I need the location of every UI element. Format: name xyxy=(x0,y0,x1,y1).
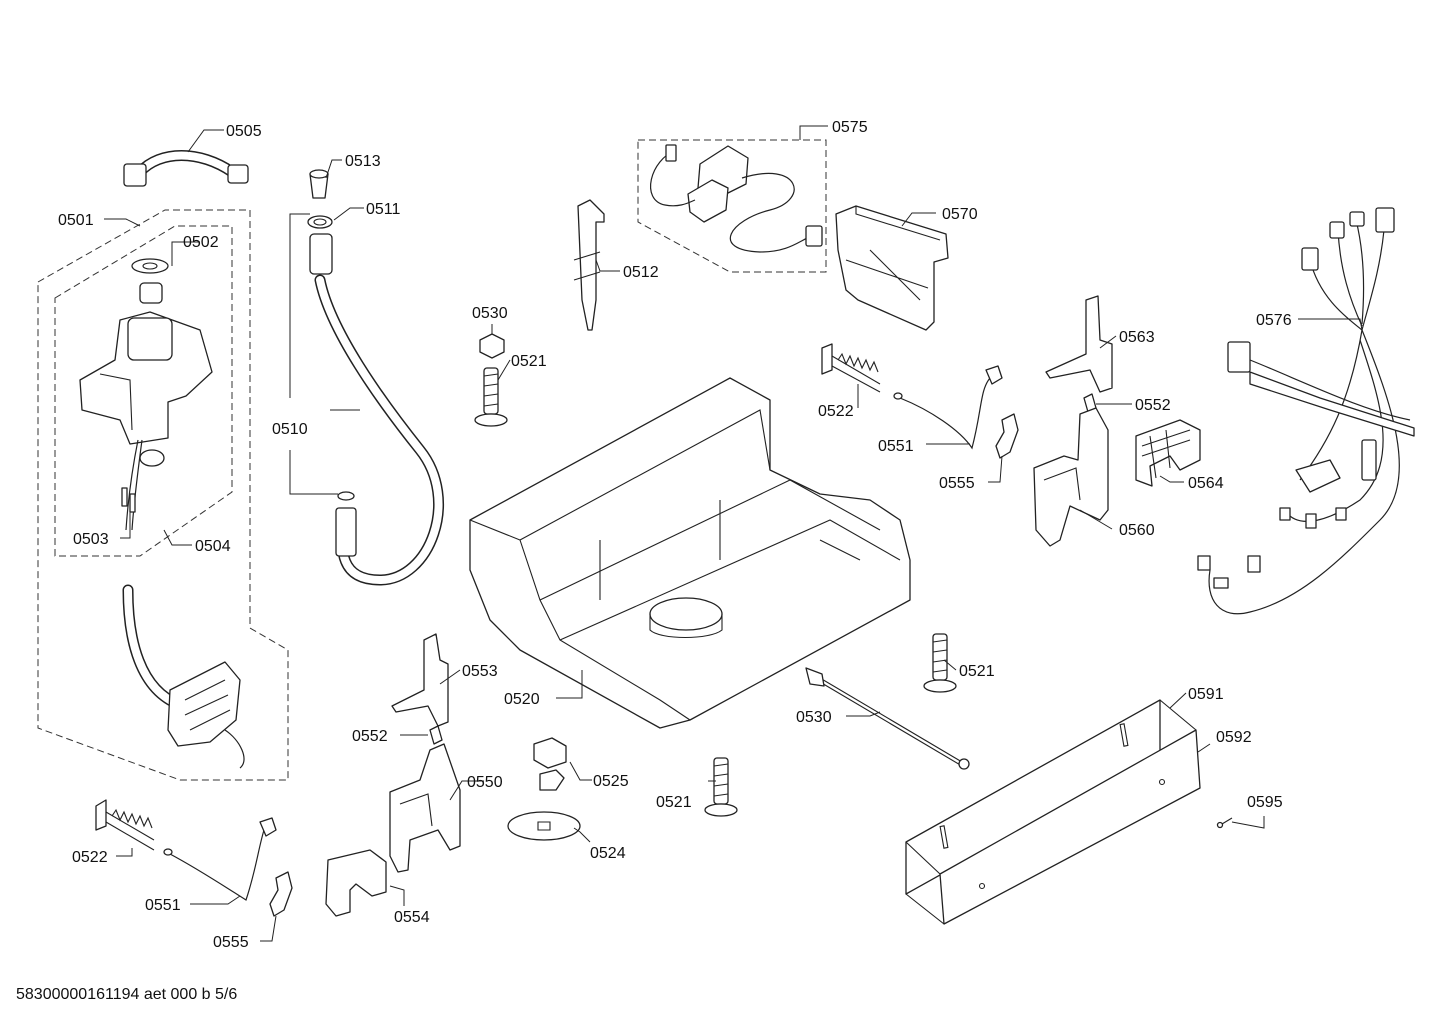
part-0511-clamp xyxy=(307,215,333,229)
part-0592-panel xyxy=(905,699,1201,925)
part-0525-sensor xyxy=(533,737,567,791)
label-0522-right: 0522 xyxy=(818,403,854,420)
part-0570-control-module xyxy=(835,205,949,331)
part-0510-drain-hose xyxy=(309,233,445,586)
label-0502: 0502 xyxy=(183,234,219,251)
part-0521-foot-bottom xyxy=(704,757,738,817)
part-labels: 0505 0513 0511 0575 0570 0501 0502 0512 … xyxy=(58,119,1292,951)
label-0563: 0563 xyxy=(1119,329,1155,346)
label-0555-right: 0555 xyxy=(939,475,975,492)
part-0521-foot-right xyxy=(923,633,957,693)
label-0521-right: 0521 xyxy=(959,663,995,680)
label-0525: 0525 xyxy=(593,773,629,790)
label-0503: 0503 xyxy=(73,531,109,548)
label-0576: 0576 xyxy=(1256,312,1292,329)
leader-lines xyxy=(104,125,1363,942)
label-0505: 0505 xyxy=(226,123,262,140)
part-0530-rod xyxy=(805,667,970,770)
label-0591: 0591 xyxy=(1188,686,1224,703)
part-0553-bracket xyxy=(391,633,449,727)
label-0504: 0504 xyxy=(195,538,231,555)
part-0512-float xyxy=(573,199,605,331)
label-0513: 0513 xyxy=(345,153,381,170)
label-0595: 0595 xyxy=(1247,794,1283,811)
part-0595-screw xyxy=(1216,817,1233,829)
group-outline-0502 xyxy=(54,225,233,557)
part-0576-wire-harness xyxy=(1197,207,1415,615)
part-0560-bracket xyxy=(1033,407,1109,547)
label-0554: 0554 xyxy=(394,909,430,926)
part-0555-clip-left xyxy=(269,871,293,917)
label-0560: 0560 xyxy=(1119,522,1155,539)
label-0530-top: 0530 xyxy=(472,305,508,322)
label-0592: 0592 xyxy=(1216,729,1252,746)
label-0551-right: 0551 xyxy=(878,438,914,455)
part-0551-cable-right xyxy=(893,365,1003,450)
part-0551-cable-left xyxy=(163,817,277,901)
label-0575: 0575 xyxy=(832,119,868,136)
part-0522-spring-left xyxy=(95,799,155,851)
label-0553: 0553 xyxy=(462,663,498,680)
label-0501: 0501 xyxy=(58,212,94,229)
part-0513-plug xyxy=(309,169,329,199)
label-0552-left: 0552 xyxy=(352,728,388,745)
part-0564-bracket xyxy=(1135,419,1201,487)
part-0521-foot-top xyxy=(474,367,508,427)
label-0570: 0570 xyxy=(942,206,978,223)
part-0575-power-cable xyxy=(649,144,823,253)
part-0504-hose-bracket xyxy=(122,584,245,769)
part-0505-inlet-hose xyxy=(123,150,249,187)
label-0551-left: 0551 xyxy=(145,897,181,914)
label-0511: 0511 xyxy=(366,201,401,218)
part-0522-spring-right xyxy=(821,343,881,393)
label-0524: 0524 xyxy=(590,845,626,862)
label-0510: 0510 xyxy=(272,421,308,438)
part-0555-clip-right xyxy=(995,413,1019,459)
part-0552-clip-left xyxy=(429,725,443,745)
label-0512: 0512 xyxy=(623,264,659,281)
group-outline-0575 xyxy=(637,139,827,273)
part-0563-bracket xyxy=(1045,295,1113,393)
label-0530-rod: 0530 xyxy=(796,709,832,726)
label-0520: 0520 xyxy=(504,691,540,708)
part-0554-cover xyxy=(325,849,387,917)
label-0521-top: 0521 xyxy=(511,353,547,370)
label-0550: 0550 xyxy=(467,774,503,791)
part-0530-nut xyxy=(479,333,505,359)
part-0502-valve xyxy=(79,258,213,467)
label-0522-left: 0522 xyxy=(72,849,108,866)
part-0550-bracket xyxy=(389,743,461,873)
label-0552-right: 0552 xyxy=(1135,397,1171,414)
drawing-number: 58300000161194 aet 000 b 5/6 xyxy=(16,986,237,1003)
part-0520-base-tub xyxy=(469,377,911,729)
label-0521-bottom: 0521 xyxy=(656,794,692,811)
label-0564: 0564 xyxy=(1188,475,1224,492)
part-0503-wires xyxy=(121,439,143,531)
label-0555-left: 0555 xyxy=(213,934,249,951)
part-0524-disc xyxy=(507,811,581,841)
